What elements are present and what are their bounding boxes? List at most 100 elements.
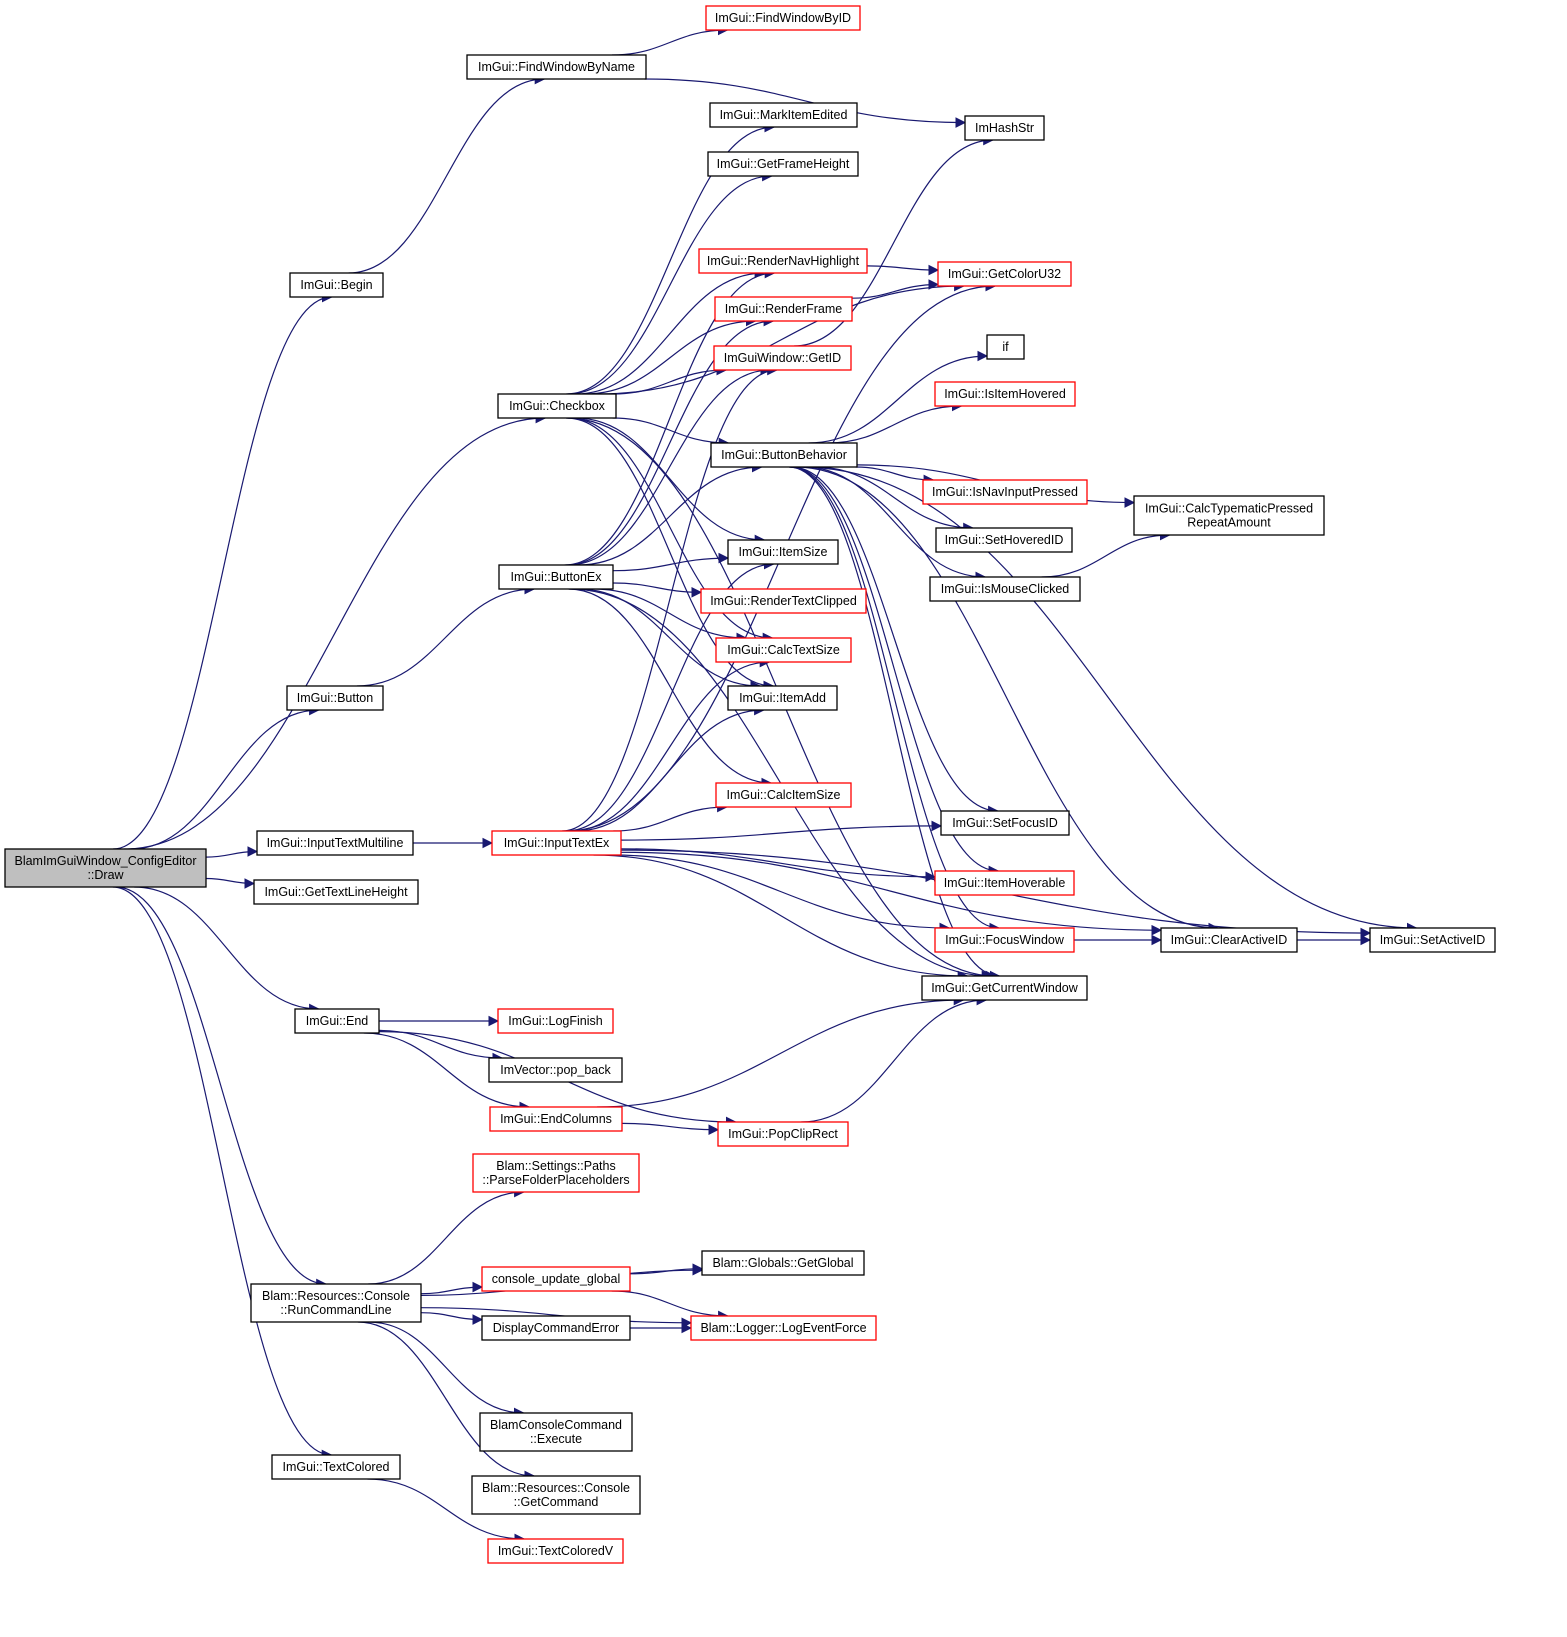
node-button-ex[interactable]: ImGui::ButtonEx — [498, 564, 614, 590]
node-is-mouse-clicked[interactable]: ImGui::IsMouseClicked — [929, 576, 1081, 602]
node-execute[interactable]: BlamConsoleCommand::Execute — [479, 1412, 633, 1452]
node-box — [294, 1008, 380, 1034]
node-log-finish[interactable]: ImGui::LogFinish — [497, 1008, 614, 1034]
node-get-text-line-height[interactable]: ImGui::GetTextLineHeight — [253, 879, 419, 905]
node-text-colored[interactable]: ImGui::TextColored — [271, 1454, 401, 1480]
node-run-command-line[interactable]: Blam::Resources::Console::RunCommandLine — [250, 1283, 422, 1323]
node-find-window-by-id[interactable]: ImGui::FindWindowByID — [705, 5, 861, 31]
node-parse-folder[interactable]: Blam::Settings::Paths::ParseFolderPlaceh… — [472, 1153, 640, 1193]
node-button-behavior[interactable]: ImGui::ButtonBehavior — [710, 442, 858, 468]
node-calc-text-size[interactable]: ImGui::CalcTextSize — [715, 637, 852, 663]
edge-input-text-ex-to-get-id — [562, 364, 778, 832]
node-begin[interactable]: ImGui::Begin — [289, 272, 384, 298]
node-item-size[interactable]: ImGui::ItemSize — [727, 539, 839, 565]
node-calc-item-size[interactable]: ImGui::CalcItemSize — [715, 782, 852, 808]
node-label: ImVector::pop_back — [500, 1063, 611, 1077]
node-label: ImGui::GetFrameHeight — [717, 157, 850, 171]
edge-end-to-pop-back — [378, 1029, 504, 1064]
node-box — [498, 564, 614, 590]
node-get-current-window[interactable]: ImGui::GetCurrentWindow — [921, 975, 1088, 1001]
node-checkbox[interactable]: ImGui::Checkbox — [497, 393, 617, 419]
node-input-text-ex[interactable]: ImGui::InputTextEx — [491, 830, 622, 856]
node-set-hovered-id[interactable]: ImGui::SetHoveredID — [935, 527, 1073, 553]
node-item-add[interactable]: ImGui::ItemAdd — [727, 685, 838, 711]
node-label: if — [1002, 340, 1009, 354]
node-clear-active-id[interactable]: ImGui::ClearActiveID — [1160, 927, 1298, 953]
edge-input-text-ex-to-focus-window — [611, 854, 951, 934]
edge-console-update-to-get-global — [629, 1263, 704, 1275]
node-render-nav-highlight[interactable]: ImGui::RenderNavHighlight — [698, 248, 868, 274]
node-label: ImGui::IsNavInputPressed — [932, 485, 1078, 499]
node-pop-clip-rect[interactable]: ImGui::PopClipRect — [717, 1121, 849, 1147]
node-render-frame[interactable]: ImGui::RenderFrame — [714, 296, 853, 322]
node-set-active-id[interactable]: ImGui::SetActiveID — [1369, 927, 1496, 953]
node-label: ImGui::RenderNavHighlight — [707, 254, 860, 268]
node-end-columns[interactable]: ImGui::EndColumns — [489, 1106, 623, 1132]
node-box — [1369, 927, 1496, 953]
node-text-colored-v[interactable]: ImGui::TextColoredV — [487, 1538, 624, 1564]
node-label: ImGui::FindWindowByID — [715, 11, 851, 25]
node-get-frame-height[interactable]: ImGui::GetFrameHeight — [707, 151, 859, 177]
node-label: BlamImGuiWindow_ConfigEditor — [14, 854, 196, 868]
node-box — [717, 1121, 849, 1147]
node-log-event-force[interactable]: Blam::Logger::LogEventForce — [690, 1315, 877, 1341]
node-box — [727, 685, 838, 711]
edge-button-ex-to-render-text-clipped — [612, 582, 703, 598]
node-render-text-clipped[interactable]: ImGui::RenderTextClipped — [700, 588, 867, 614]
node-end[interactable]: ImGui::End — [294, 1008, 380, 1034]
node-if-node[interactable]: if — [986, 334, 1025, 360]
node-draw[interactable]: BlamImGuiWindow_ConfigEditor::Draw — [4, 848, 207, 888]
node-focus-window[interactable]: ImGui::FocusWindow — [934, 927, 1075, 953]
edge-button-behavior-to-focus-window — [789, 466, 1001, 934]
node-im-hash-str[interactable]: ImHashStr — [964, 115, 1045, 141]
node-item-hoverable[interactable]: ImGui::ItemHoverable — [934, 870, 1075, 896]
node-box — [940, 810, 1070, 836]
node-box — [935, 527, 1073, 553]
node-box — [934, 870, 1075, 896]
node-label: ImGui::ClearActiveID — [1171, 933, 1288, 947]
edge-input-text-ex-to-calc-text-size — [570, 656, 771, 832]
node-label: ImGui::ButtonEx — [510, 570, 602, 584]
node-label: ::Execute — [530, 1432, 582, 1446]
node-get-id[interactable]: ImGuiWindow::GetID — [713, 345, 852, 371]
edge-button-behavior-to-is-mouse-clicked — [803, 466, 987, 583]
node-get-command[interactable]: Blam::Resources::Console::GetCommand — [471, 1475, 641, 1515]
node-label: ImGui::IsItemHovered — [944, 387, 1066, 401]
node-console-update[interactable]: console_update_global — [481, 1266, 631, 1292]
edge-button-behavior-to-set-focus-id — [791, 466, 999, 817]
node-label: ImGui::RenderTextClipped — [710, 594, 857, 608]
node-box — [934, 381, 1076, 407]
edge-button-behavior-to-if-node — [808, 350, 989, 444]
edge-button-to-button-ex — [356, 583, 536, 687]
edge-button-ex-to-calc-item-size — [568, 588, 773, 789]
edge-checkbox-to-render-frame — [584, 315, 757, 395]
node-set-focus-id[interactable]: ImGui::SetFocusID — [940, 810, 1070, 836]
node-label: ::RunCommandLine — [280, 1303, 391, 1317]
node-mark-item-edited[interactable]: ImGui::MarkItemEdited — [709, 102, 858, 128]
node-button[interactable]: ImGui::Button — [286, 685, 384, 711]
node-box — [256, 830, 414, 856]
edge-checkbox-to-button-behavior — [612, 417, 730, 449]
node-box — [289, 272, 384, 298]
node-box — [690, 1315, 877, 1341]
edge-draw-to-button — [131, 704, 320, 850]
node-label: ImGui::PopClipRect — [728, 1127, 838, 1141]
node-get-color-u32[interactable]: ImGui::GetColorU32 — [937, 261, 1072, 287]
node-input-text-multiline[interactable]: ImGui::InputTextMultiline — [256, 830, 414, 856]
node-pop-back[interactable]: ImVector::pop_back — [488, 1057, 623, 1083]
node-box — [698, 248, 868, 274]
edge-draw-to-input-text-multiline — [205, 846, 259, 858]
node-label: ImGui::LogFinish — [508, 1014, 603, 1028]
node-display-cmd-error[interactable]: DisplayCommandError — [481, 1315, 631, 1341]
edge-run-command-line-to-log-event-force — [420, 1307, 693, 1329]
edge-checkbox-to-item-size — [575, 417, 766, 546]
node-is-nav-input-pressed[interactable]: ImGui::IsNavInputPressed — [922, 479, 1088, 505]
node-is-item-hovered[interactable]: ImGui::IsItemHovered — [934, 381, 1076, 407]
node-label: console_update_global — [492, 1272, 621, 1286]
node-label: ImGui::EndColumns — [500, 1112, 612, 1126]
edge-button-ex-to-get-id — [568, 364, 772, 566]
node-find-window-by-name[interactable]: ImGui::FindWindowByName — [466, 54, 647, 80]
node-get-global[interactable]: Blam::Globals::GetGlobal — [701, 1250, 865, 1276]
node-label: ImGui::Button — [297, 691, 373, 705]
